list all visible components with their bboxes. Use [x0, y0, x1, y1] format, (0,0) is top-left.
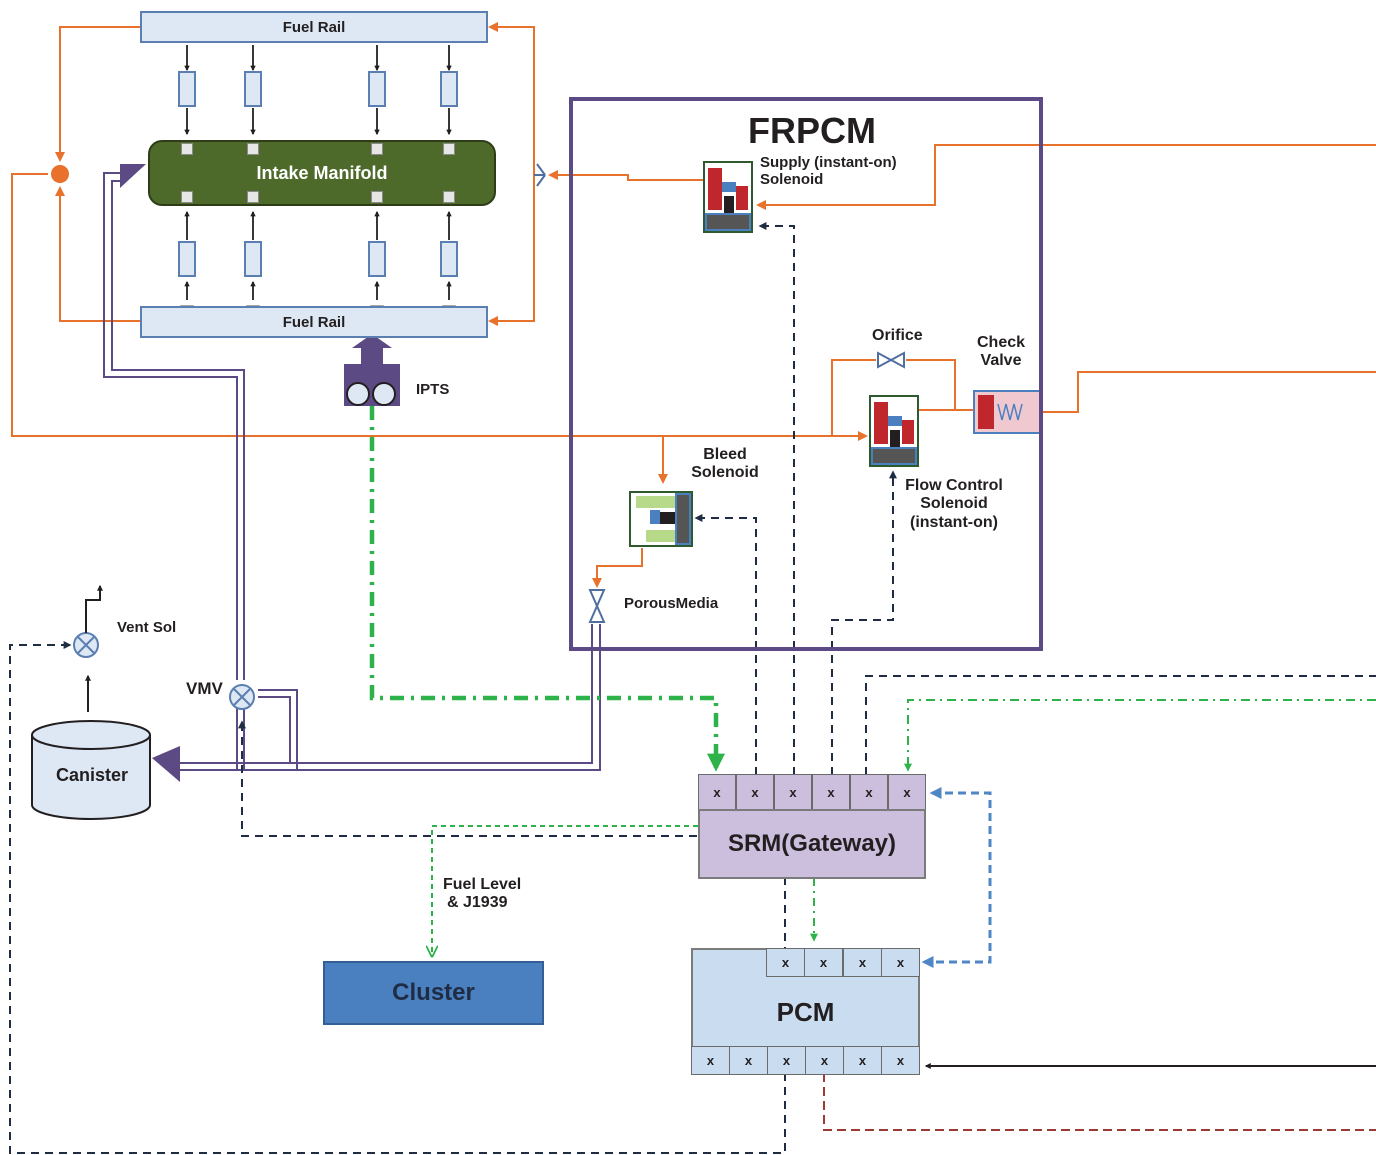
bleed-solenoid-label: Bleed Solenoid	[680, 446, 770, 483]
manifold-port	[443, 143, 455, 155]
injector-arrows	[184, 45, 452, 300]
srm-port[interactable]: x	[774, 774, 812, 810]
vent-sol-valve-icon	[73, 584, 103, 712]
cluster[interactable]: Cluster	[323, 961, 544, 1025]
vmv-label: VMV	[186, 679, 223, 698]
ipts-signal-line	[369, 406, 725, 772]
bleed-solenoid-icon	[629, 491, 693, 547]
srm-port[interactable]: x	[698, 774, 736, 810]
srm-gateway[interactable]: SRM(Gateway)	[698, 809, 926, 879]
srm-port[interactable]: x	[888, 774, 926, 810]
ipts-sensor-icon	[344, 334, 400, 406]
check-valve-label-line1: Check	[976, 334, 1026, 351]
supply-solenoid-icon	[703, 161, 753, 233]
manifold-port	[181, 143, 193, 155]
pcm-label: PCM	[776, 996, 835, 1027]
manifold-port	[443, 191, 455, 203]
pcm-bottom-port[interactable]: x	[843, 1046, 882, 1075]
manifold-port	[247, 143, 259, 155]
check-valve-icon	[973, 390, 1041, 434]
junction-dot	[51, 165, 69, 183]
supply-solenoid-label: Supply (instant-on) Solenoid	[760, 154, 897, 189]
srm-label: SRM(Gateway)	[727, 830, 897, 857]
pcm-bottom-port[interactable]: x	[881, 1046, 920, 1075]
fuel-level-line	[432, 825, 698, 955]
pcm-bottom-port-row: x x x x x x	[691, 1046, 920, 1075]
fuel-level-label-line1: Fuel Level	[443, 876, 522, 893]
cluster-label: Cluster	[392, 979, 475, 1006]
injectors	[178, 71, 458, 277]
manifold-vapor-arrowhead	[120, 164, 146, 188]
manifold-port	[181, 191, 193, 203]
fuel-rail-top-label: Fuel Rail	[282, 18, 346, 36]
srm-port[interactable]: x	[850, 774, 888, 810]
bleed-solenoid-label-line1: Bleed	[703, 446, 747, 463]
vapor-lines	[103, 172, 601, 771]
fuel-rail-top: Fuel Rail	[140, 11, 488, 43]
srm-pcm-blue-link	[921, 787, 992, 968]
orifice-icon	[877, 351, 905, 369]
flow-control-label-line2: Solenoid	[920, 495, 988, 513]
pcm-bottom-port[interactable]: x	[805, 1046, 844, 1075]
srm-port-row: x x x x x x	[698, 774, 926, 810]
porous-media-label: PorousMedia	[624, 595, 719, 612]
vmv-valve-icon	[229, 684, 255, 710]
green-signal-right	[904, 699, 1376, 772]
flow-control-label-line1: Flow Control	[905, 477, 1003, 494]
frpcm-title: FRPCM	[748, 110, 876, 151]
srm-port[interactable]: x	[736, 774, 774, 810]
ipts-label: IPTS	[416, 381, 450, 398]
canister-icon	[31, 720, 151, 820]
frpcm-module	[569, 97, 1043, 651]
intake-manifold: Intake Manifold	[148, 140, 496, 206]
check-valve-label-line2: Valve	[980, 352, 1022, 370]
fuel-level-label: Fuel Level & J1939	[443, 876, 521, 913]
fuel-lines	[11, 22, 1376, 588]
porous-media-icon	[588, 589, 606, 623]
flow-control-solenoid-label: Flow Control Solenoid (instant-on)	[898, 477, 1010, 532]
pcm-top-port[interactable]: x	[881, 948, 920, 977]
pcm-bottom-port[interactable]: x	[729, 1046, 768, 1075]
y-connector	[534, 163, 546, 187]
intake-manifold-label: Intake Manifold	[256, 162, 388, 183]
fuel-rail-bottom-label: Fuel Rail	[282, 313, 346, 331]
pcm-bottom-port[interactable]: x	[691, 1046, 730, 1075]
check-valve-label: Check Valve	[968, 334, 1034, 371]
supply-solenoid-label-line1: Supply (instant-on)	[760, 154, 897, 171]
pcm-red-line	[823, 1073, 1376, 1131]
pcm-top-port[interactable]: x	[766, 948, 805, 977]
srm-port[interactable]: x	[812, 774, 850, 810]
orifice-label: Orifice	[872, 327, 923, 344]
flow-control-label-line3: (instant-on)	[910, 513, 998, 531]
manifold-port	[371, 191, 383, 203]
pcm-top-port[interactable]: x	[843, 948, 882, 977]
vent-sol-label: Vent Sol	[117, 619, 177, 636]
bleed-solenoid-label-line2: Solenoid	[691, 464, 759, 482]
pcm-bottom-port[interactable]: x	[767, 1046, 806, 1075]
flow-control-solenoid-icon	[869, 395, 919, 467]
supply-solenoid-label-line2: Solenoid	[760, 171, 824, 189]
manifold-port	[247, 191, 259, 203]
manifold-port	[371, 143, 383, 155]
pcm-top-port-row: x x x x	[766, 948, 920, 977]
canister-vapor-arrowhead	[152, 746, 180, 782]
canister-label: Canister	[55, 765, 129, 785]
fuel-level-label-line2: & J1939	[447, 894, 508, 912]
pcm-top-port[interactable]: x	[804, 948, 843, 977]
fuel-rail-bottom: Fuel Rail	[140, 306, 488, 338]
